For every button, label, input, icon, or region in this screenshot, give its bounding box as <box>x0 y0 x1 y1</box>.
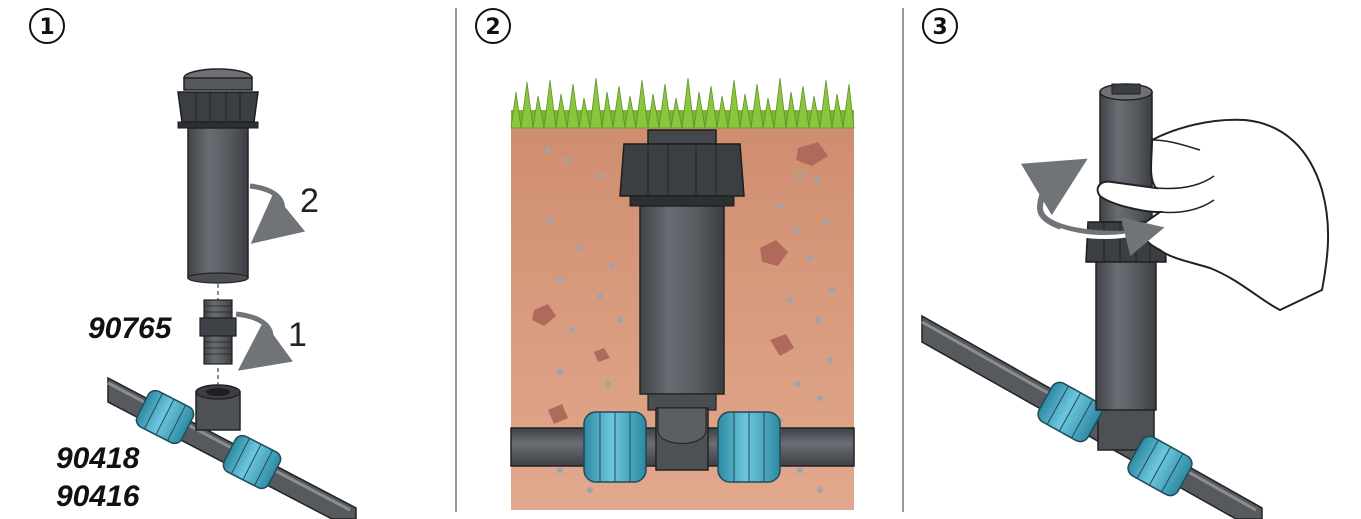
buried-pipe <box>510 407 855 483</box>
panel-3-hand-tighten <box>921 83 1330 519</box>
buried-sprinkler <box>619 129 745 411</box>
coupling-right <box>222 434 282 490</box>
step-3-badge: 3 <box>922 8 958 44</box>
panel-2-buried-installation <box>510 77 855 510</box>
part-label-tee-b: 90416 <box>56 480 140 513</box>
step-3-number: 3 <box>932 15 947 40</box>
soil-rocks <box>532 142 828 424</box>
arrow-number-1: 1 <box>288 316 307 354</box>
grass <box>510 77 855 129</box>
soil-pebbles <box>545 147 835 493</box>
rotate-arrow-front <box>1059 217 1165 257</box>
pipe-diagonal <box>921 314 1263 519</box>
sprinkler-body <box>187 127 249 279</box>
part-label-tee-a: 90418 <box>56 442 140 475</box>
threaded-nipple <box>199 299 237 365</box>
rotate-arrow <box>1020 158 1151 237</box>
arrow-number-2: 2 <box>300 182 319 220</box>
pipe-with-tee <box>107 376 357 519</box>
hand <box>1096 118 1330 312</box>
panel-1-assembly: 2 1 90765 90418 90416 <box>56 68 357 519</box>
part-label-nipple: 90765 <box>88 312 173 345</box>
step-1-number: 1 <box>39 15 54 40</box>
rotate-arrow-2 <box>249 183 306 244</box>
sprinkler-cap <box>177 68 259 129</box>
step-1-badge: 1 <box>29 8 65 44</box>
rotate-arrow-1 <box>235 311 293 371</box>
coupling-left <box>135 389 195 445</box>
step-2-badge: 2 <box>475 8 511 44</box>
step-2-number: 2 <box>485 15 500 40</box>
